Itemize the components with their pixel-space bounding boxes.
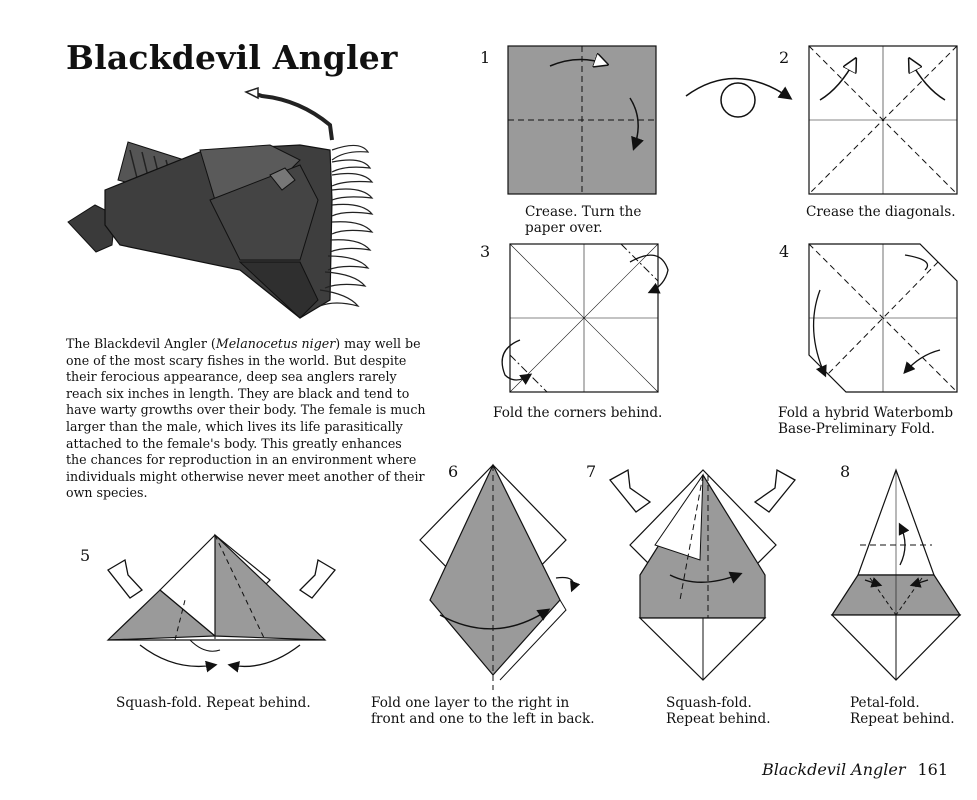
- step5-caption: Squash-fold. Repeat behind.: [116, 695, 311, 711]
- step2-caption-line1: Crease the diagonals.: [806, 204, 956, 220]
- intro-text-start: The Blackdevil Angler (: [66, 336, 216, 351]
- step1-caption: Crease. Turn the paper over.: [525, 204, 641, 236]
- step3-diagram: [501, 243, 669, 393]
- step1-caption-line1: Crease. Turn the: [525, 204, 642, 220]
- intro-paragraph: The Blackdevil Angler (Melanocetus niger…: [66, 336, 426, 502]
- step2-caption: Crease the diagonals.: [806, 204, 956, 220]
- step8-caption: Petal-fold. Repeat behind.: [850, 695, 955, 727]
- step3-caption: Fold the corners behind.: [493, 405, 662, 421]
- step7-caption: Squash-fold. Repeat behind.: [666, 695, 771, 727]
- intro-text-rest: ) may well be one of the most scary fish…: [66, 336, 426, 501]
- species-name: Melanocetus niger: [215, 336, 336, 351]
- step-number-1: 1: [480, 48, 491, 67]
- step6-caption-line1: Fold one layer to the right in: [371, 695, 570, 711]
- step1-caption-line2: paper over.: [525, 220, 603, 236]
- step-number-4: 4: [779, 242, 790, 261]
- step-number-8: 8: [840, 462, 851, 481]
- step6-diagram: [419, 463, 581, 690]
- step3-caption-line1: Fold the corners behind.: [493, 405, 663, 421]
- step4-caption-line1: Fold a hybrid Waterbomb: [778, 405, 954, 421]
- step-number-6: 6: [448, 462, 459, 481]
- step6-caption-line2: front and one to the left in back.: [371, 711, 595, 727]
- page-title: Blackdevil Angler: [66, 38, 398, 77]
- step-number-3: 3: [480, 242, 491, 261]
- footer-title: Blackdevil Angler: [762, 760, 906, 779]
- step5-caption-line1: Squash-fold. Repeat behind.: [116, 695, 311, 711]
- step4-diagram: [808, 243, 958, 393]
- step7-diagram: [609, 468, 796, 681]
- step7-caption-line1: Squash-fold.: [666, 695, 752, 711]
- step2-diagram: [808, 45, 958, 195]
- page-number: 161: [917, 760, 949, 779]
- page-footer: Blackdevil Angler 161: [762, 760, 948, 779]
- step4-caption-line2: Base-Preliminary Fold.: [778, 421, 935, 437]
- step5-diagram: [106, 533, 336, 673]
- step-number-2: 2: [779, 48, 790, 67]
- step6-caption: Fold one layer to the right in front and…: [371, 695, 595, 727]
- step8-diagram: [830, 468, 962, 681]
- step-number-5: 5: [80, 546, 91, 565]
- step1-diagram: [507, 45, 793, 195]
- step-number-7: 7: [586, 462, 597, 481]
- step8-caption-line2: Repeat behind.: [850, 711, 955, 727]
- angler-fish-illustration: [67, 86, 374, 319]
- step7-caption-line2: Repeat behind.: [666, 711, 771, 727]
- step4-caption: Fold a hybrid Waterbomb Base-Preliminary…: [778, 405, 953, 437]
- step8-caption-line1: Petal-fold.: [850, 695, 920, 711]
